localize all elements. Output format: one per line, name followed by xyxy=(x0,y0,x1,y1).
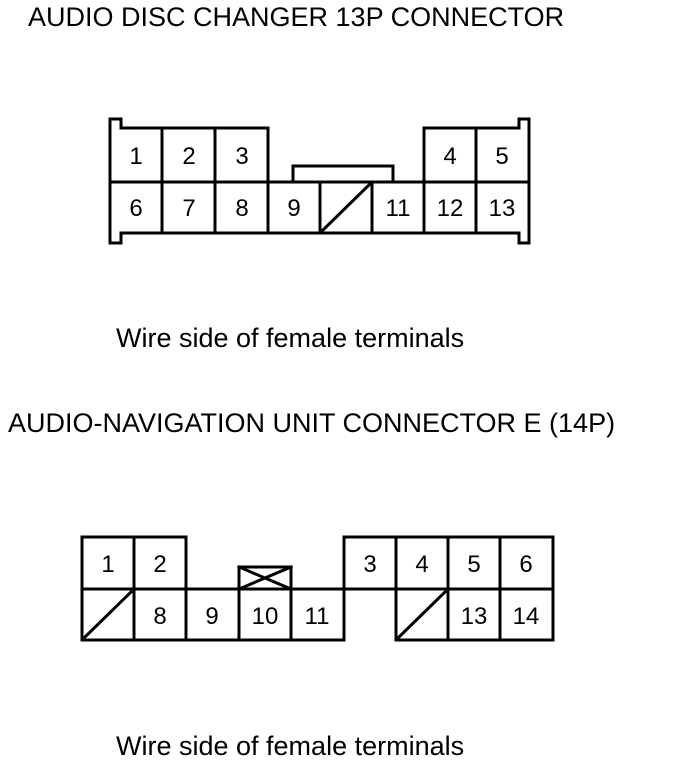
c1-pin: 11 xyxy=(386,195,411,222)
c2-pin: 14 xyxy=(513,603,540,630)
c1-pin: 8 xyxy=(235,195,248,222)
connector-1-title: AUDIO DISC CHANGER 13P CONNECTOR xyxy=(28,2,565,32)
c2-pin: 3 xyxy=(363,551,376,578)
c1-pin: 3 xyxy=(235,143,248,170)
connector-1-blank-cavity xyxy=(319,181,373,234)
c1-pin: 4 xyxy=(443,143,456,170)
connector-1-caption: Wire side of female terminals xyxy=(116,323,465,353)
connector-1-pin-labels: 1 2 3 4 5 6 7 8 9 11 12 13 xyxy=(129,143,515,222)
connector-2-pin-labels: 1 2 3 4 5 6 8 9 10 11 13 14 xyxy=(101,551,539,630)
c2-pin: 8 xyxy=(153,603,166,630)
connector-2-title: AUDIO-NAVIGATION UNIT CONNECTOR E (14P) xyxy=(8,408,616,438)
c2-pin: 13 xyxy=(461,603,488,630)
c1-pin: 9 xyxy=(287,195,300,222)
c2-pin: 2 xyxy=(153,551,166,578)
c1-pin: 1 xyxy=(129,143,142,170)
c2-pin: 4 xyxy=(415,551,428,578)
connector-2-housing xyxy=(80,535,555,642)
c1-pin: 7 xyxy=(182,195,195,222)
c2-pin: 9 xyxy=(205,603,218,630)
connector-2-caption: Wire side of female terminals xyxy=(116,731,465,761)
c2-pin: 1 xyxy=(101,551,114,578)
c1-pin: 12 xyxy=(437,195,464,222)
c2-pin: 11 xyxy=(305,603,330,630)
c2-pin: 5 xyxy=(467,551,480,578)
connector-1-housing xyxy=(108,117,531,245)
connector-2-blank-cavities xyxy=(82,589,448,640)
c2-pin: 10 xyxy=(252,603,279,630)
c1-pin: 13 xyxy=(489,195,516,222)
c1-pin: 5 xyxy=(495,143,508,170)
c1-pin: 2 xyxy=(182,143,195,170)
c1-pin: 6 xyxy=(129,195,142,222)
c2-pin: 6 xyxy=(519,551,532,578)
